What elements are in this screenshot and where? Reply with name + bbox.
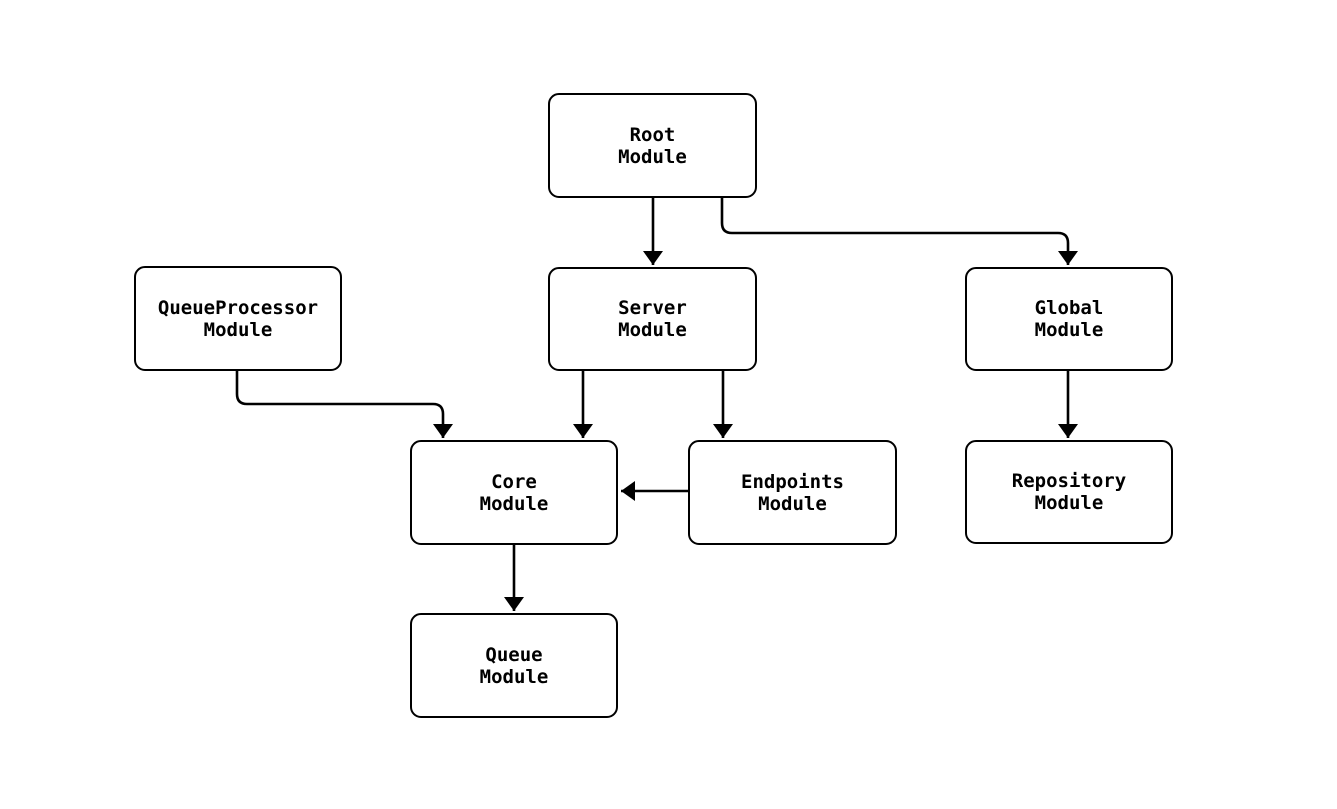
node-global-module-name: Global	[1034, 297, 1104, 319]
node-repository-module: Repository Module	[965, 440, 1173, 544]
node-endpoints-module-suffix: Module	[758, 492, 827, 515]
node-queue-module-suffix: Module	[479, 665, 549, 688]
node-endpoints-module-name: Endpoints	[741, 470, 844, 493]
node-core-module-suffix: Module	[479, 492, 549, 515]
node-root-module-suffix: Module	[618, 145, 687, 168]
node-queueprocessor-module-name: QueueProcessor	[157, 296, 319, 319]
node-root-module: Root Module	[548, 93, 757, 198]
node-server-module: Server Module	[548, 267, 757, 371]
node-repository-module-suffix: Module	[1034, 492, 1104, 514]
node-core-module: Core Module	[410, 440, 618, 545]
node-queue-module-name: Queue	[485, 643, 543, 666]
node-server-module-suffix: Module	[618, 319, 687, 341]
node-root-module-name: Root	[629, 123, 676, 146]
edge-root-to-global-arrow	[720, 198, 1078, 265]
edge-queueprocessor-to-core-arrow	[235, 371, 453, 438]
node-queue-module: Queue Module	[410, 613, 618, 718]
node-endpoints-module: Endpoints Module	[688, 440, 897, 545]
node-global-module: Global Module	[965, 267, 1173, 371]
node-queueprocessor-module-suffix: Module	[203, 318, 273, 341]
node-queueprocessor-module: QueueProcessor Module	[134, 266, 342, 371]
node-core-module-name: Core	[491, 470, 537, 493]
node-repository-module-name: Repository	[1011, 470, 1127, 492]
node-server-module-name: Server	[618, 297, 687, 319]
node-global-module-suffix: Module	[1034, 319, 1104, 341]
